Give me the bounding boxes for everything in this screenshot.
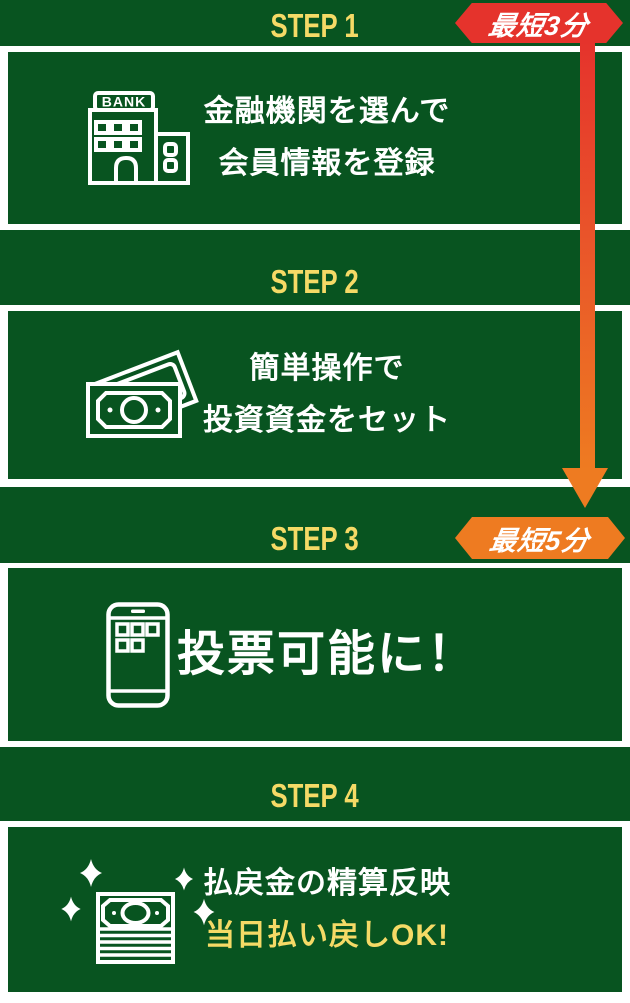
step2-line2: 投資資金をセット — [203, 404, 451, 437]
step1-line2: 会員情報を登録 — [218, 147, 436, 180]
duration-arrow-shaft — [580, 42, 595, 470]
step4-line2: 当日払い戻しOK! — [205, 918, 449, 952]
step2-line1: 簡単操作で — [249, 352, 405, 385]
step2-text: 簡単操作で 投資資金をセット — [20, 311, 630, 479]
step3-duration-text: 最短5分 — [487, 525, 592, 556]
money-stack-sparkles-icon — [60, 854, 220, 966]
step3-line1: 投票可能に！ — [176, 627, 477, 681]
step1-text: 金融機関を選んで 会員情報を登録 — [20, 52, 630, 224]
step3-label: STEP 3 — [270, 520, 360, 557]
bank-building-icon: BANK — [88, 90, 192, 186]
step4-header-band: STEP 4 — [0, 747, 630, 821]
step1-line1: 金融機関を選んで — [203, 95, 451, 128]
step2-header-band: STEP 2 — [0, 230, 630, 305]
smartphone-icon — [106, 601, 170, 708]
step4-text: 払戻金の精算反映 当日払い戻しOK! — [20, 827, 630, 992]
step3-duration-badge: 最短5分 — [455, 517, 625, 559]
step3-box: 投票可能に！ — [8, 568, 622, 741]
step2-label: STEP 2 — [270, 262, 360, 300]
step4-line1: 払戻金の精算反映 — [203, 866, 451, 900]
step4-label: STEP 4 — [270, 777, 360, 814]
bank-sign-text: BANK — [102, 94, 146, 110]
step1-label: STEP 1 — [270, 7, 360, 44]
step1-duration-badge: 最短3分 — [455, 3, 623, 43]
step4-box: 払戻金の精算反映 当日払い戻しOK! — [8, 827, 622, 992]
step3-text: 投票可能に！ — [20, 568, 630, 741]
step1-box: BANK 金融機関を選んで 会員情報を登録 — [8, 52, 622, 224]
money-bills-icon — [84, 347, 199, 443]
step1-duration-text: 最短3分 — [486, 10, 591, 41]
step2-box: 簡単操作で 投資資金をセット — [8, 311, 622, 479]
